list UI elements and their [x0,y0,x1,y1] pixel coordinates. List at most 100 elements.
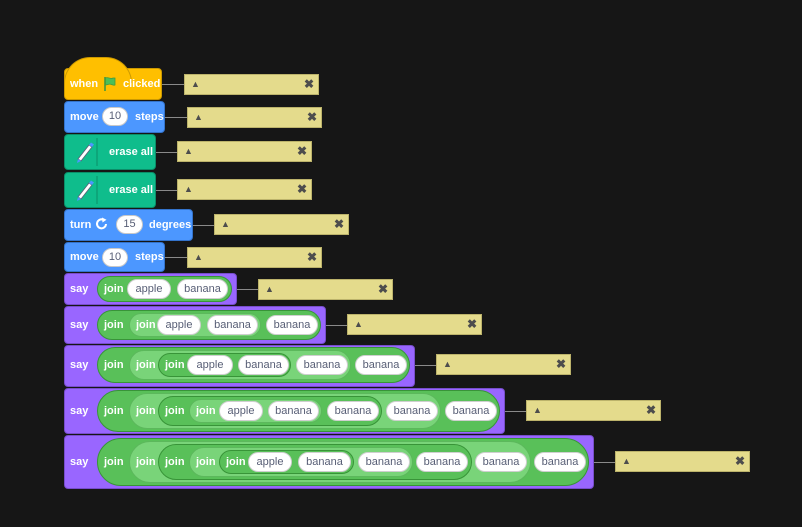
comment-connector [326,325,347,326]
collapse-arrow-icon[interactable]: ▲ [221,219,230,229]
comment-connector [505,411,526,412]
comment-collapsed[interactable]: ▲ ✖ [526,400,661,421]
close-icon[interactable]: ✖ [377,282,388,296]
text-input[interactable]: banana [207,315,258,335]
collapse-arrow-icon[interactable]: ▲ [184,184,193,194]
comment-connector [156,190,177,191]
join-label: join [165,405,185,417]
steps-label: steps [135,251,164,263]
collapse-arrow-icon[interactable]: ▲ [184,146,193,156]
turn-label: turn [70,219,92,231]
comment-connector [594,462,615,463]
text-input[interactable]: banana [268,401,319,421]
say-label: say [70,456,89,468]
close-icon[interactable]: ✖ [645,403,656,417]
comment-collapsed[interactable]: ▲ ✖ [258,279,393,300]
text-input[interactable]: banana [534,452,586,472]
join-label: join [104,319,124,331]
close-icon[interactable]: ✖ [333,217,344,231]
close-icon[interactable]: ✖ [296,144,307,158]
comment-connector [165,257,187,258]
comment-collapsed[interactable]: ▲ ✖ [214,214,349,235]
collapse-arrow-icon[interactable]: ▲ [354,319,363,329]
join-label: join [104,405,124,417]
join-label: join [165,359,185,371]
comment-collapsed[interactable]: ▲ ✖ [177,179,312,200]
when-flag-clicked-block[interactable] [64,57,162,100]
collapse-arrow-icon[interactable]: ▲ [194,252,203,262]
collapse-arrow-icon[interactable]: ▲ [194,112,203,122]
text-input[interactable]: banana [266,315,318,335]
steps-input[interactable]: 10 [102,107,128,126]
steps-label: steps [135,111,164,123]
move-label: move [70,111,99,123]
collapse-arrow-icon[interactable]: ▲ [443,359,452,369]
collapse-arrow-icon[interactable]: ▲ [191,79,200,89]
text-input[interactable]: banana [238,355,289,375]
join-label: join [136,405,156,417]
text-input[interactable]: apple [157,315,201,335]
degrees-input[interactable]: 15 [116,215,143,234]
erase-all-label: erase all [109,184,154,196]
text-input[interactable]: banana [177,279,228,299]
comment-collapsed[interactable]: ▲ ✖ [187,247,322,268]
comment-connector [165,117,187,118]
join-label: join [226,456,246,468]
join-label: join [104,359,124,371]
move-label: move [70,251,99,263]
close-icon[interactable]: ✖ [466,317,477,331]
close-icon[interactable]: ✖ [303,77,314,91]
close-icon[interactable]: ✖ [306,110,317,124]
text-input[interactable]: apple [127,279,171,299]
close-icon[interactable]: ✖ [306,250,317,264]
join-label: join [136,319,156,331]
join-label: join [104,456,124,468]
comment-collapsed[interactable]: ▲ ✖ [187,107,322,128]
collapse-arrow-icon[interactable]: ▲ [533,405,542,415]
text-input[interactable]: banana [445,401,497,421]
rotate-clockwise-icon [96,217,107,230]
text-input[interactable]: apple [187,355,233,375]
comment-connector [193,225,214,226]
green-flag-icon [104,77,116,91]
erase-all-block-1[interactable] [64,134,156,170]
comment-collapsed[interactable]: ▲ ✖ [615,451,750,472]
collapse-arrow-icon[interactable]: ▲ [622,456,631,466]
text-input[interactable]: banana [358,452,410,472]
comment-connector [237,289,258,290]
text-input[interactable]: banana [298,452,351,472]
erase-all-label: erase all [109,146,154,158]
join-label: join [136,359,156,371]
join-label: join [165,456,185,468]
comment-collapsed[interactable]: ▲ ✖ [436,354,571,375]
text-input[interactable]: banana [475,452,527,472]
collapse-arrow-icon[interactable]: ▲ [265,284,274,294]
pen-icon [77,176,98,204]
join-label: join [196,405,216,417]
steps-input[interactable]: 10 [102,248,128,267]
comment-collapsed[interactable]: ▲ ✖ [347,314,482,335]
close-icon[interactable]: ✖ [734,454,745,468]
text-input[interactable]: banana [416,452,468,472]
comment-connector [162,84,184,85]
comment-collapsed[interactable]: ▲ ✖ [184,74,319,95]
clicked-label: clicked [123,78,161,90]
text-input[interactable]: apple [248,452,292,472]
degrees-label: degrees [149,219,192,231]
pen-icon [77,138,98,166]
comment-connector [415,365,436,366]
text-input[interactable]: banana [327,401,379,421]
when-label: when [70,78,99,90]
join-label: join [196,456,216,468]
join-label: join [136,456,156,468]
say-label: say [70,405,89,417]
text-input[interactable]: banana [296,355,348,375]
comment-connector [156,152,177,153]
text-input[interactable]: apple [219,401,263,421]
comment-collapsed[interactable]: ▲ ✖ [177,141,312,162]
text-input[interactable]: banana [386,401,438,421]
text-input[interactable]: banana [355,355,407,375]
close-icon[interactable]: ✖ [296,182,307,196]
erase-all-block-2[interactable] [64,172,156,208]
close-icon[interactable]: ✖ [555,357,566,371]
